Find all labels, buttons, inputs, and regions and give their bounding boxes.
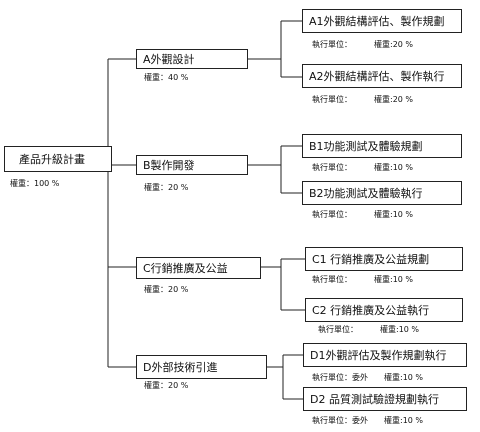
task-b2-meta: 執行單位： 權重:10 %: [312, 211, 413, 219]
task-c1-unit-label: 執行單位：: [312, 275, 352, 284]
root-label: 產品升級計畫: [19, 152, 85, 166]
branch-a-node: A外觀設計: [136, 49, 248, 69]
task-a1-unit-label: 執行單位：: [312, 40, 352, 49]
branch-c-weight: 權重：20 %: [144, 285, 189, 294]
task-a1-meta: 執行單位： 權重:20 %: [312, 41, 413, 49]
branch-c-node: C行銷推廣及公益: [136, 257, 261, 279]
task-b1-node: B1功能測試及體驗規劃: [302, 134, 462, 158]
task-a2-node: A2外觀結構評估、製作執行: [302, 64, 462, 88]
task-d2-unit-value: 委外: [352, 416, 368, 425]
root-node: 產品升級計畫: [4, 146, 112, 172]
task-d2-node: D2 品質測試驗證規劃執行: [303, 387, 467, 411]
task-c2-meta: 執行單位： 權重:10 %: [318, 326, 419, 334]
task-c2-label: C2 行銷推廣及公益執行: [312, 303, 430, 317]
branch-c-label: C行銷推廣及公益: [143, 261, 228, 275]
task-c1-weight: 權重:10 %: [374, 275, 414, 284]
root-weight: 權重：100 %: [10, 179, 60, 188]
task-b1-unit-label: 執行單位：: [312, 163, 352, 172]
task-b2-unit-label: 執行單位：: [312, 210, 352, 219]
task-d2-weight: 權重:10 %: [384, 416, 424, 425]
branch-d-node: D外部技術引進: [136, 355, 267, 379]
task-c2-node: C2 行銷推廣及公益執行: [305, 298, 463, 322]
branch-b-label: B製作開發: [143, 158, 195, 172]
branch-d-weight: 權重：20 %: [144, 381, 189, 390]
task-a2-unit-label: 執行單位：: [312, 95, 352, 104]
task-a1-label: A1外觀結構評估、製作規劃: [309, 14, 445, 28]
task-c1-node: C1 行銷推廣及公益規劃: [305, 247, 463, 271]
task-c2-unit-label: 執行單位：: [318, 325, 358, 334]
task-a2-weight: 權重:20 %: [374, 95, 414, 104]
task-d1-unit-label: 執行單位：: [312, 373, 352, 382]
task-c2-weight: 權重:10 %: [380, 325, 420, 334]
task-a2-meta: 執行單位： 權重:20 %: [312, 96, 413, 104]
task-d1-label: D1外觀評估及製作規劃執行: [310, 348, 447, 362]
branch-b-node: B製作開發: [136, 155, 248, 175]
task-a1-node: A1外觀結構評估、製作規劃: [302, 9, 462, 33]
task-b2-node: B2功能測試及體驗執行: [302, 181, 462, 205]
task-c1-meta: 執行單位： 權重:10 %: [312, 276, 413, 284]
task-b1-meta: 執行單位： 權重:10 %: [312, 164, 413, 172]
task-c1-label: C1 行銷推廣及公益規劃: [312, 252, 430, 266]
task-d2-meta: 執行單位：委外 權重:10 %: [312, 417, 423, 425]
task-d1-node: D1外觀評估及製作規劃執行: [303, 343, 467, 367]
task-d1-meta: 執行單位：委外 權重:10 %: [312, 374, 423, 382]
branch-b-weight: 權重：20 %: [144, 183, 189, 192]
task-b2-label: B2功能測試及體驗執行: [309, 186, 423, 200]
task-b2-weight: 權重:10 %: [374, 210, 414, 219]
branch-a-label: A外觀設計: [143, 52, 195, 66]
branch-d-label: D外部技術引進: [143, 360, 218, 374]
task-a1-weight: 權重:20 %: [374, 40, 414, 49]
task-b1-label: B1功能測試及體驗規劃: [309, 139, 423, 153]
branch-a-weight: 權重：40 %: [144, 73, 189, 82]
task-b1-weight: 權重:10 %: [374, 163, 414, 172]
task-d2-unit-label: 執行單位：: [312, 416, 352, 425]
task-d1-weight: 權重:10 %: [384, 373, 424, 382]
task-a2-label: A2外觀結構評估、製作執行: [309, 69, 445, 83]
task-d1-unit-value: 委外: [352, 373, 368, 382]
task-d2-label: D2 品質測試驗證規劃執行: [310, 392, 439, 406]
